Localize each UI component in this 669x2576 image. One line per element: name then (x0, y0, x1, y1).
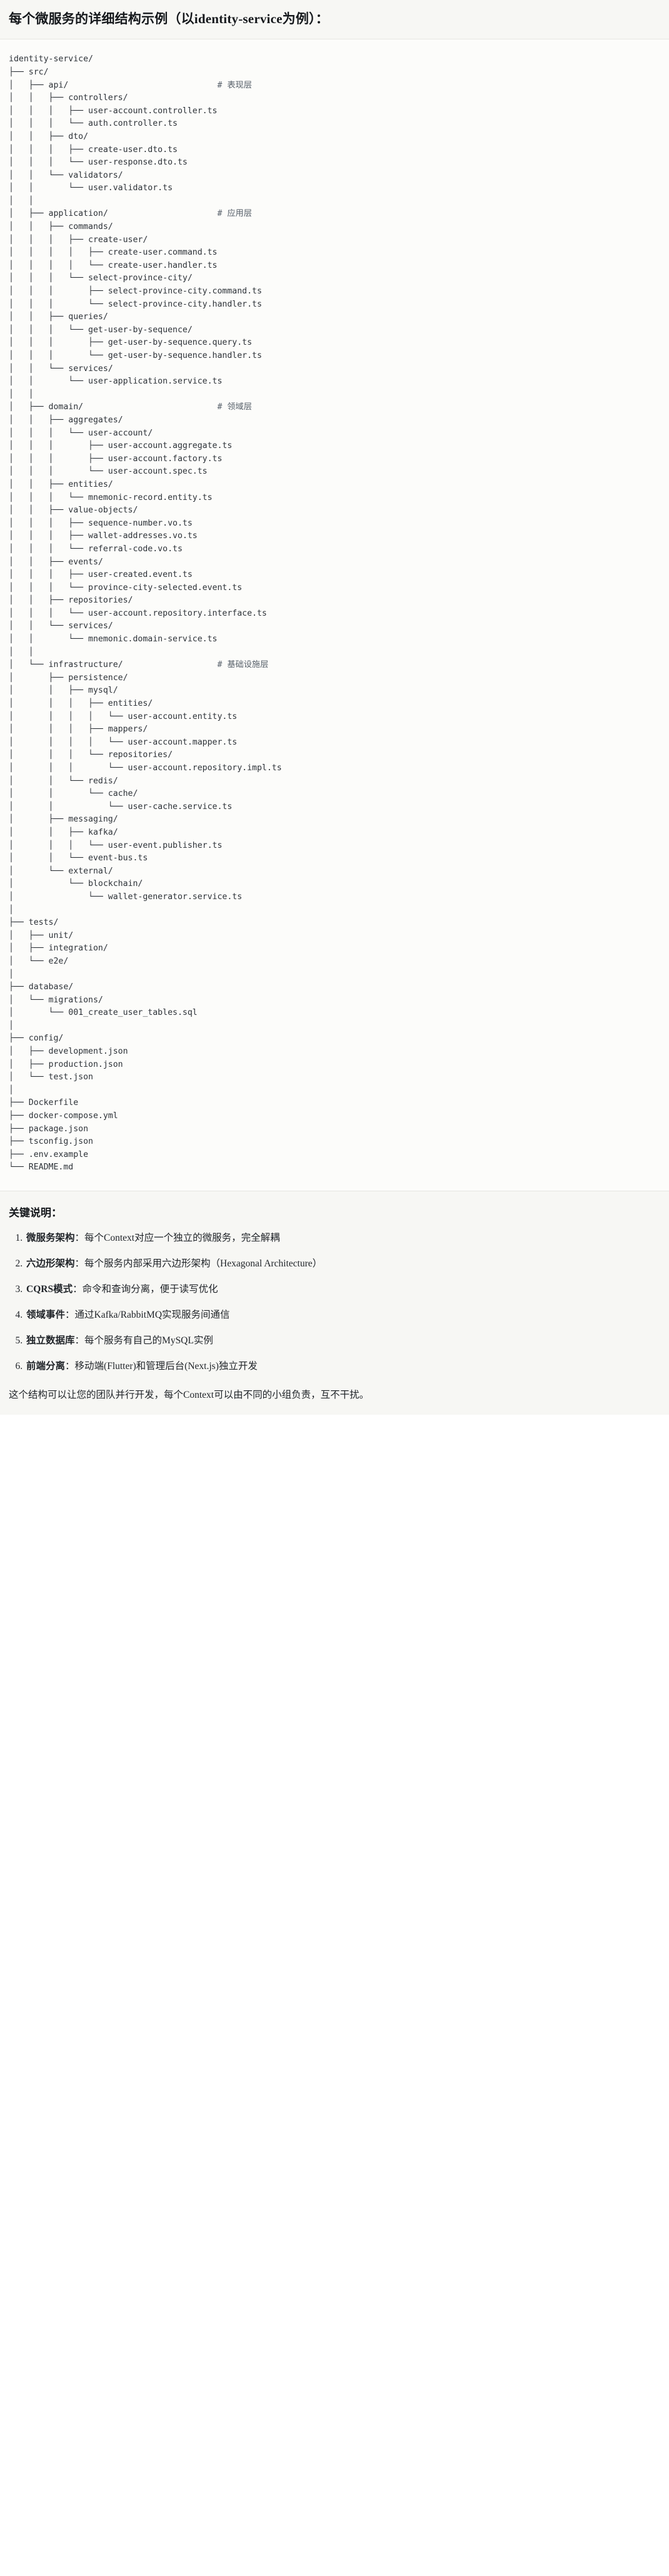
note-term: 独立数据库 (26, 1335, 75, 1347)
note-separator: ： (65, 1361, 75, 1372)
directory-tree: identity-service/ ├── src/ │ ├── api/ # … (9, 54, 282, 1173)
list-item: 领域事件：通过Kafka/RabbitMQ实现服务间通信 (25, 1308, 660, 1323)
note-description: 每个服务内部采用六边形架构（Hexagonal Architecture） (84, 1258, 323, 1270)
tree-layer-comment: # 基础设施层 (217, 660, 269, 670)
title-section: 每个微服务的详细结构示例（以identity-service为例）： (0, 0, 669, 40)
key-notes-list: 微服务架构：每个Context对应一个独立的微服务，完全解耦 六边形架构：每个服… (9, 1231, 660, 1374)
document-page: 每个微服务的详细结构示例（以identity-service为例）： ident… (0, 0, 669, 1415)
tree-layer-comment: # 应用层 (217, 209, 252, 219)
note-description: 通过Kafka/RabbitMQ实现服务间通信 (74, 1310, 230, 1321)
list-item: 微服务架构：每个Context对应一个独立的微服务，完全解耦 (25, 1231, 660, 1246)
note-separator: ： (73, 1284, 83, 1295)
note-term: 六边形架构 (26, 1258, 75, 1270)
key-notes-section: 关键说明： 微服务架构：每个Context对应一个独立的微服务，完全解耦 六边形… (0, 1191, 669, 1415)
closing-paragraph: 这个结构可以让您的团队并行开发，每个Context可以由不同的小组负责，互不干扰… (9, 1390, 370, 1401)
tree-layer-comment: # 表现层 (217, 80, 252, 90)
note-separator: ： (74, 1258, 85, 1270)
note-separator: ： (65, 1310, 75, 1321)
page-title: 每个微服务的详细结构示例（以identity-service为例）： (9, 11, 329, 26)
note-description: 移动端(Flutter)和管理后台(Next.js)独立开发 (74, 1361, 258, 1372)
tree-layer-comment: # 领域层 (217, 402, 252, 412)
note-separator: ： (74, 1233, 85, 1243)
note-term: 微服务架构 (26, 1233, 75, 1243)
note-term: 前端分离 (26, 1361, 66, 1372)
list-item: 独立数据库：每个服务有自己的MySQL实例 (25, 1333, 660, 1348)
note-description: 命令和查询分离，便于读写优化 (82, 1284, 218, 1295)
note-description: 每个Context对应一个独立的微服务，完全解耦 (84, 1233, 280, 1243)
list-item: 前端分离：移动端(Flutter)和管理后台(Next.js)独立开发 (25, 1359, 660, 1374)
note-description: 每个服务有自己的MySQL实例 (84, 1335, 213, 1347)
note-term: 领域事件 (26, 1310, 66, 1321)
directory-tree-section: identity-service/ ├── src/ │ ├── api/ # … (0, 39, 669, 1191)
key-notes-heading: 关键说明： (9, 1207, 62, 1219)
list-item: CQRS模式：命令和查询分离，便于读写优化 (25, 1282, 660, 1297)
note-separator: ： (74, 1335, 85, 1347)
list-item: 六边形架构：每个服务内部采用六边形架构（Hexagonal Architectu… (25, 1256, 660, 1271)
note-term: CQRS模式 (26, 1284, 73, 1295)
